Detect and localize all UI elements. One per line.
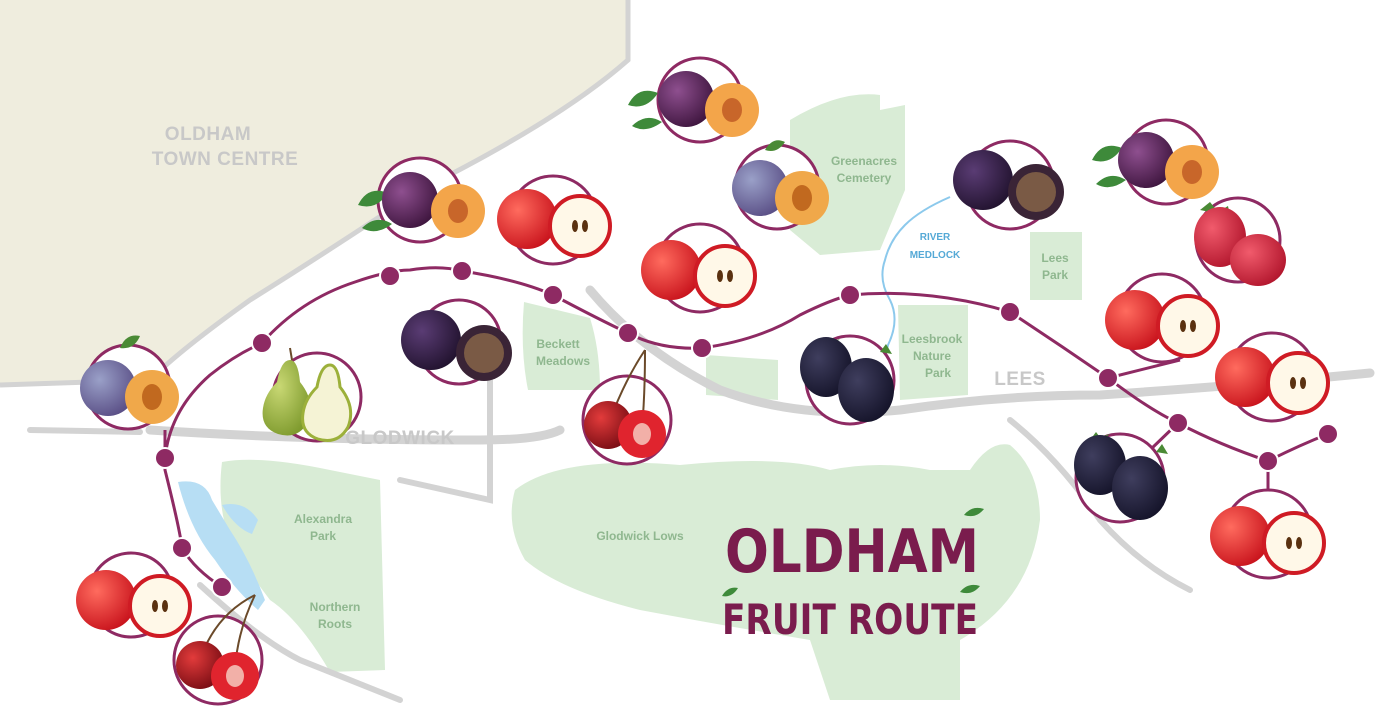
fruit-stop-plum[interactable] — [1092, 118, 1219, 206]
apple-icon — [76, 570, 136, 630]
beckett-meadows-area — [522, 302, 600, 390]
fruit-stop-pear[interactable] — [262, 347, 363, 443]
lees-label: LEES — [994, 369, 1046, 390]
glodwick-lows-label: Glodwick Lows — [596, 529, 684, 543]
fruit-stop-plum[interactable] — [358, 156, 485, 244]
road-west — [27, 427, 143, 435]
fruit-stops — [76, 56, 1330, 706]
fruit-stop-plum[interactable] — [628, 56, 759, 144]
apple-icon — [1210, 506, 1270, 566]
fruit-stop-damson[interactable] — [401, 298, 512, 386]
apple-icon — [1105, 290, 1165, 350]
plum-icon — [732, 160, 788, 216]
fruit-stop-plum[interactable] — [732, 140, 829, 231]
beckett-meadows-label-2: Meadows — [536, 354, 590, 368]
route-node[interactable] — [1167, 412, 1189, 434]
road-main — [145, 425, 565, 445]
northern-roots-label-1: Northern — [310, 600, 361, 614]
lees-park-area — [1030, 232, 1082, 300]
fruit-stop-apple[interactable] — [1210, 488, 1326, 580]
fruit-stop-apple[interactable] — [497, 174, 612, 266]
town-centre-area — [0, 0, 628, 385]
route-node[interactable] — [617, 322, 639, 344]
road-southwest — [197, 582, 403, 703]
fruit-stop-raspberry[interactable] — [1194, 196, 1286, 286]
road-glodwick — [397, 337, 493, 504]
lees-park-label-2: Park — [1042, 268, 1068, 282]
fruit-stop-cherry[interactable] — [581, 349, 673, 466]
northern-roots-label-2: Roots — [318, 617, 352, 631]
road-southeast — [1007, 417, 1193, 593]
route-node[interactable] — [211, 576, 233, 598]
fruit-stop-plum[interactable] — [80, 335, 179, 431]
beckett-meadows-label-1: Beckett — [536, 337, 579, 351]
route-node[interactable] — [542, 284, 564, 306]
title-line-1: OLDHAM — [725, 517, 979, 587]
alexandra-park-label-1: Alexandra — [294, 512, 352, 526]
route-nodes — [154, 260, 1339, 598]
plum-icon — [382, 172, 438, 228]
route-node[interactable] — [839, 284, 861, 306]
fruit-stop-damson[interactable] — [953, 139, 1064, 231]
road-east — [585, 285, 1375, 417]
lees-park-label-1: Lees — [1041, 251, 1069, 265]
glodwick-lows-area — [511, 444, 1041, 700]
plum-icon — [1118, 132, 1174, 188]
damson-icon — [401, 310, 461, 370]
leesbrook-label-3: Park — [925, 366, 951, 380]
route-title: OLDHAM FRUIT ROUTE — [722, 507, 984, 644]
leesbrook-nature-park-area — [898, 305, 968, 400]
apple-icon — [497, 189, 557, 249]
greenacres-label-2: Cemetery — [837, 171, 892, 185]
route-node[interactable] — [171, 537, 193, 559]
green-spaces — [220, 94, 1082, 700]
apple-icon — [1215, 347, 1275, 407]
apple-icon — [641, 240, 701, 300]
plum-icon — [80, 360, 136, 416]
alexandra-park-label-2: Park — [310, 529, 336, 543]
town-centre-edge — [0, 0, 631, 388]
route-node[interactable] — [379, 265, 401, 287]
fruit-stop-blackberry[interactable] — [800, 334, 896, 426]
route-node[interactable] — [1097, 367, 1119, 389]
title-line-2: FRUIT ROUTE — [722, 595, 978, 644]
route-node[interactable] — [999, 301, 1021, 323]
leesbrook-label-2: Nature — [913, 349, 951, 363]
fruit-stop-apple[interactable] — [641, 222, 757, 314]
leesbrook-label-1: Leesbrook — [902, 332, 963, 346]
fruit-stop-apple[interactable] — [1105, 272, 1220, 364]
route-node[interactable] — [154, 447, 176, 469]
river-label-1: RIVER — [920, 232, 951, 243]
route-node[interactable] — [691, 337, 713, 359]
town-centre-label-1: OLDHAM — [165, 124, 251, 145]
town-centre-label-2: TOWN CENTRE — [152, 149, 299, 170]
damson-icon — [953, 150, 1013, 210]
roads — [27, 285, 1375, 703]
fruit-stop-blackberry[interactable] — [1074, 432, 1168, 524]
route-node[interactable] — [1257, 450, 1279, 472]
pond — [222, 504, 258, 534]
lake — [178, 481, 265, 610]
glodwick-label: GLODWICK — [345, 428, 455, 449]
river-label-2: MEDLOCK — [910, 250, 961, 261]
fruit-stop-cherry[interactable] — [172, 594, 264, 706]
fruit-stop-apple[interactable] — [1215, 331, 1330, 423]
water — [178, 481, 265, 610]
fruit-stop-apple[interactable] — [76, 551, 192, 639]
plum-icon — [658, 71, 714, 127]
pear-icon — [262, 360, 311, 436]
route-node[interactable] — [1317, 423, 1339, 445]
alexandra-park-area — [220, 459, 385, 672]
greenacres-label-1: Greenacres — [831, 154, 897, 168]
route-node[interactable] — [451, 260, 473, 282]
route-node[interactable] — [251, 332, 273, 354]
